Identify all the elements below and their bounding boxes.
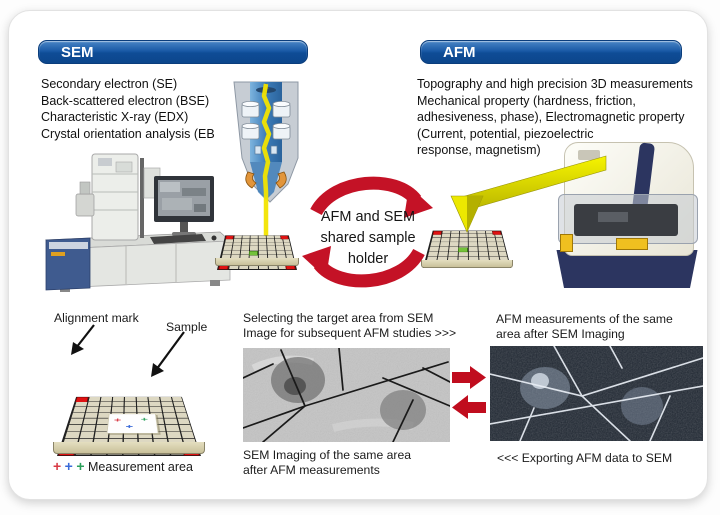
afm-section-header: AFM xyxy=(420,40,682,64)
sem-feature-line: Crystal orientation analysis (EB xyxy=(41,126,215,141)
select-target-caption: Selecting the target area from SEM Image… xyxy=(243,311,457,340)
measurement-area-legend: + + + Measurement area xyxy=(53,458,193,474)
afm-title: AFM xyxy=(443,44,476,61)
sem-feature-line: Characteristic X-ray (EDX) xyxy=(41,110,189,124)
measurement-area-label: Measurement area xyxy=(88,460,193,474)
holder-detail-figure: + + + xyxy=(53,298,205,456)
afm-feature-line: (Current, potential, piezoelectric xyxy=(417,126,594,141)
sample-label: Sample xyxy=(166,320,208,334)
afm-sample-holder xyxy=(421,172,513,268)
shared-holder-caption: AFM and SEM shared sample holder xyxy=(320,209,416,267)
afm-instrument-photo xyxy=(552,142,704,292)
sem-section-header: SEM xyxy=(38,40,308,64)
arrow-right-icon xyxy=(452,366,486,389)
alignment-mark-label: Alignment mark xyxy=(54,311,139,325)
afm-feature-line: Topography and high precision 3D measure… xyxy=(417,77,693,91)
sem-micrograph-image xyxy=(243,348,450,442)
blue-plus-icon: + xyxy=(64,458,73,474)
afm-feature-line: response, magnetism) xyxy=(417,143,541,157)
data-transfer-arrows xyxy=(452,366,486,419)
afm-measurements-caption: AFM measurements of the same area after … xyxy=(496,312,673,341)
sem-title: SEM xyxy=(61,44,94,61)
export-afm-caption: <<< Exporting AFM data to SEM xyxy=(497,451,673,465)
sem-instrument-photo xyxy=(45,153,231,292)
afm-feature-list: Topography and high precision 3D measure… xyxy=(417,76,693,159)
sem-imaging-caption: SEM Imaging of the same area after AFM m… xyxy=(243,448,412,477)
sample-chip: + + + xyxy=(106,413,159,434)
sem-sample-holder xyxy=(215,178,299,270)
afm-cantilever-icon xyxy=(450,155,607,233)
pointer-arrows-icon xyxy=(71,324,185,377)
red-plus-icon: + xyxy=(53,458,62,474)
afm-micrograph-image xyxy=(490,346,703,441)
sem-feature-list: Secondary electron (SE) Back-scattered e… xyxy=(41,76,215,142)
sem-feature-line: Back-scattered electron (BSE) xyxy=(41,93,210,108)
afm-feature-line: adhesiveness, phase), Electromagnetic pr… xyxy=(417,110,685,124)
green-plus-icon: + xyxy=(76,458,85,474)
electron-column-diagram xyxy=(233,81,299,238)
arrow-left-icon xyxy=(452,395,486,419)
sem-feature-line: Secondary electron (SE) xyxy=(41,77,178,91)
cycle-arrows-icon xyxy=(302,176,433,288)
afm-feature-line: Mechanical property (hardness, friction, xyxy=(417,93,636,108)
